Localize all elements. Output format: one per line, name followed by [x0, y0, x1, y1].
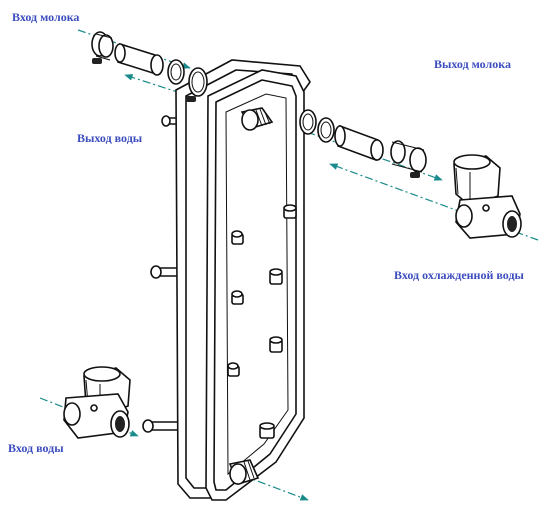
milk-outlet-pipe-kit [299, 109, 427, 178]
bolt [283, 204, 297, 219]
label-milk-outlet: Выход молока [434, 57, 511, 71]
label-water-outlet: Выход воды [77, 131, 143, 145]
solenoid-valve-left [63, 366, 131, 439]
label-water-inlet: Вход воды [8, 441, 64, 455]
top-nozzle [240, 107, 274, 131]
bolt [269, 336, 283, 353]
bolt [259, 422, 275, 439]
label-milk-inlet: Вход молока [12, 10, 80, 24]
label-cooled-water-inlet: Вход охлажденной воды [394, 268, 524, 282]
bolt [269, 268, 283, 285]
front-pressure-plate [205, 69, 305, 501]
bolt [231, 290, 244, 305]
bottom-outlet-flow-line [227, 469, 309, 501]
bolt [231, 230, 244, 245]
plate-bolts [227, 204, 297, 439]
bolt [227, 362, 240, 377]
bottom-nozzle [228, 459, 260, 485]
solenoid-valve-right [453, 154, 522, 239]
milk-inlet-pipe-kit [91, 31, 208, 102]
